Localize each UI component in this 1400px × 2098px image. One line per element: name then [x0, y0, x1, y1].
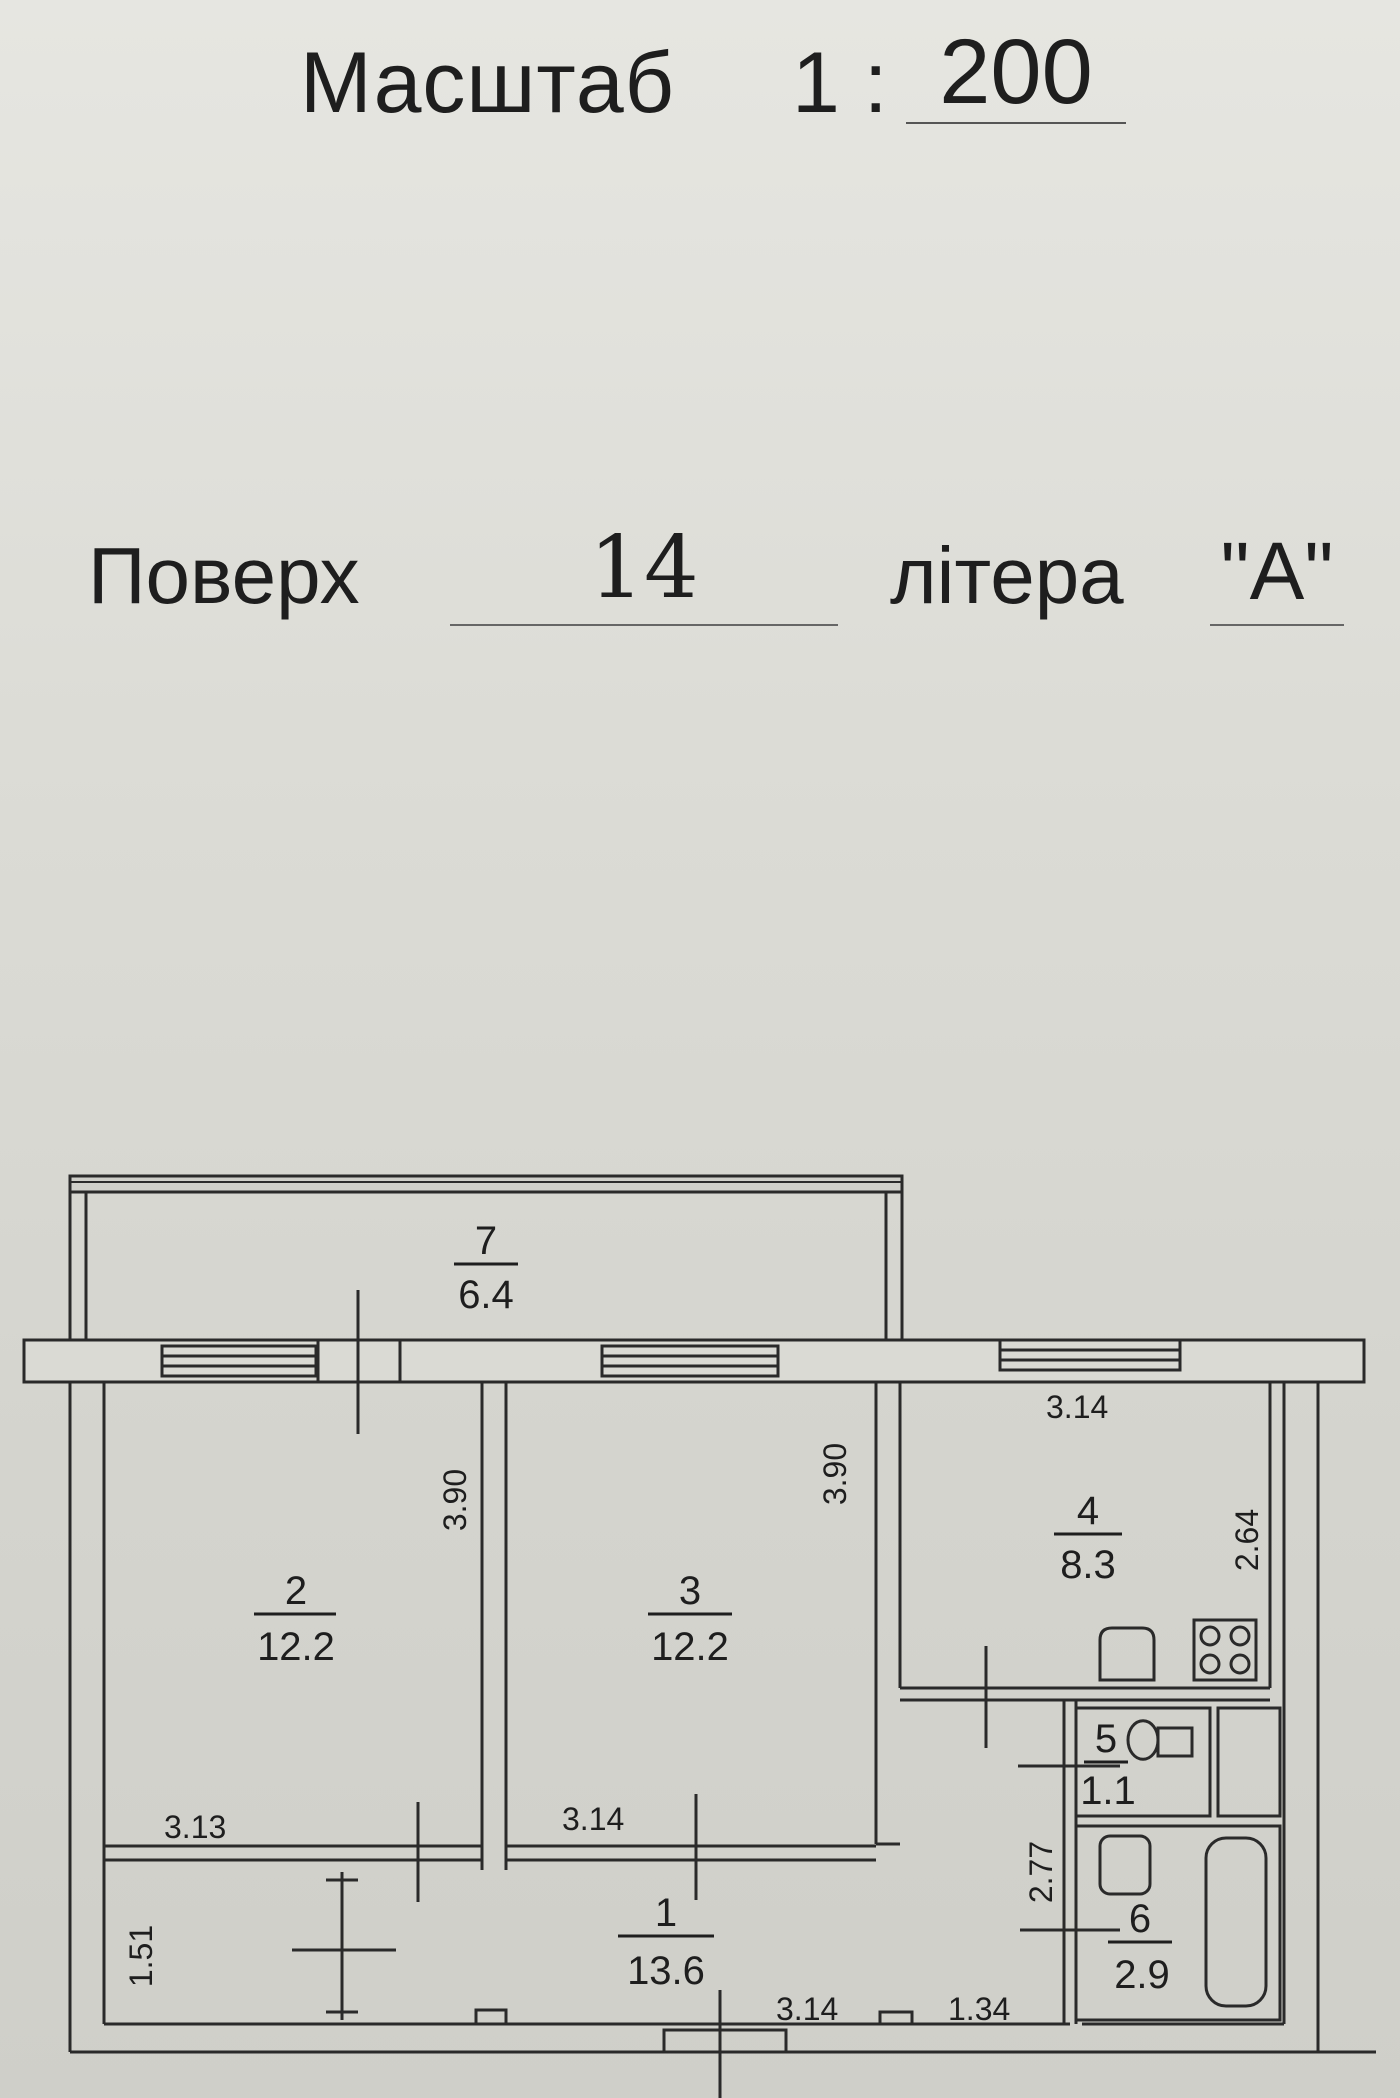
dim-room3-depth: 3.90 [817, 1443, 853, 1505]
room-1-label: 1 13.6 [618, 1891, 714, 1993]
svg-text:3: 3 [679, 1569, 701, 1613]
dim-bath-depth: 2.77 [1023, 1841, 1059, 1903]
floor-label: Поверх [88, 531, 360, 620]
dim-hall-width-b: 1.34 [948, 1991, 1010, 2027]
svg-text:12.2: 12.2 [257, 1625, 335, 1669]
floor-row: Поверх 14 літера "А" [88, 520, 1348, 630]
room-7-label: 7 6.4 [454, 1219, 518, 1317]
svg-text:5: 5 [1095, 1717, 1117, 1761]
scale-value: 200 [939, 21, 1093, 123]
dim-hall-depth: 1.51 [123, 1925, 159, 1987]
room-3-label: 3 12.2 [648, 1569, 732, 1669]
svg-text:2.9: 2.9 [1114, 1953, 1170, 1997]
washbasin-icon [1098, 1834, 1152, 1896]
letter-value: "А" [1220, 526, 1334, 617]
balcony-outline [68, 1174, 904, 1340]
outer-walls [68, 1382, 1376, 2054]
svg-text:1: 1 [655, 1891, 677, 1935]
room-5-label: 5 1.1 [1080, 1717, 1136, 1813]
scale-label: Масштаб [300, 35, 675, 131]
svg-text:13.6: 13.6 [627, 1949, 705, 1993]
dim-room2-width: 3.13 [164, 1809, 226, 1845]
svg-text:1.1: 1.1 [1080, 1769, 1136, 1813]
letter-value-field: "А" [1210, 524, 1344, 626]
svg-text:4: 4 [1077, 1489, 1099, 1533]
dim-room2-depth: 3.90 [437, 1469, 473, 1531]
svg-text:8.3: 8.3 [1060, 1543, 1116, 1587]
exterior-wall-windows [22, 1338, 1366, 1384]
scale-row: Масштаб 1 : 200 [300, 26, 1160, 131]
dim-room4-width: 3.14 [1046, 1389, 1108, 1425]
stove-icon [1192, 1618, 1258, 1682]
dim-hall-width-a: 3.14 [776, 1991, 838, 2027]
scale-ratio-prefix: 1 : [792, 35, 888, 131]
door-marks [292, 1290, 1120, 2098]
svg-text:12.2: 12.2 [651, 1625, 729, 1669]
svg-text:6.4: 6.4 [458, 1273, 514, 1317]
room-2-label: 2 12.2 [254, 1569, 336, 1669]
scale-value-field: 200 [906, 26, 1126, 124]
room-6-label: 6 2.9 [1108, 1897, 1172, 1997]
svg-text:2: 2 [285, 1569, 307, 1613]
bathtub-icon [1204, 1836, 1268, 2008]
floor-value-field: 14 [450, 520, 838, 626]
svg-text:6: 6 [1129, 1897, 1151, 1941]
svg-text:7: 7 [475, 1219, 497, 1263]
letter-label: літера [890, 531, 1124, 620]
toilet-icon [1126, 1719, 1194, 1761]
sink-icon [1098, 1626, 1156, 1682]
room-4-label: 4 8.3 [1054, 1489, 1122, 1587]
dim-room3-width: 3.14 [562, 1801, 624, 1837]
dim-room4-depth: 2.64 [1229, 1509, 1265, 1571]
floor-value: 14 [589, 518, 699, 618]
interior-walls [104, 1382, 1282, 2024]
